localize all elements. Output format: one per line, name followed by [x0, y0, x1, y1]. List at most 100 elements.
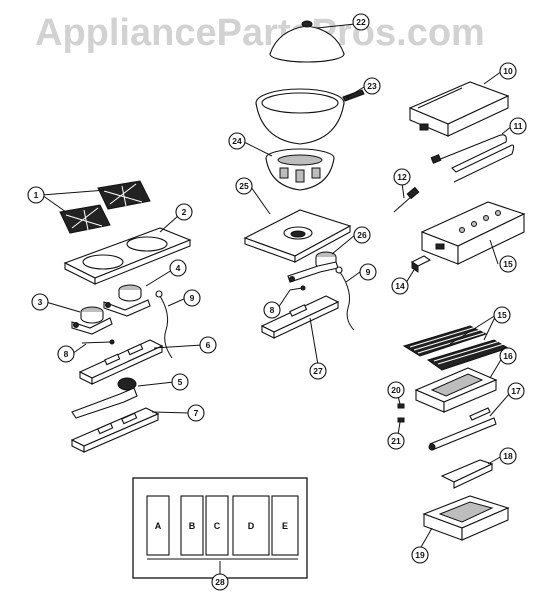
- svg-text:2: 2: [182, 207, 187, 217]
- callout-10: 10: [499, 62, 517, 80]
- callout-28: 28: [211, 573, 229, 591]
- screw-20: [397, 403, 405, 409]
- svg-text:7: 7: [194, 408, 199, 418]
- screw-21: [397, 417, 405, 423]
- callout-19: 19: [411, 546, 429, 564]
- callout-15-box: 15: [499, 255, 517, 273]
- svg-text:1: 1: [34, 190, 39, 200]
- svg-text:6: 6: [206, 340, 211, 350]
- igniter-probe: [393, 186, 420, 213]
- panel-tile-a: A: [146, 495, 170, 556]
- svg-text:15: 15: [497, 310, 507, 320]
- bracket-clip: [410, 255, 432, 273]
- callout-2: 2: [175, 203, 193, 221]
- wok-burner: [287, 251, 339, 283]
- svg-text:20: 20: [391, 385, 401, 395]
- callout-4: 4: [169, 259, 187, 277]
- ignitor-burner: [71, 377, 138, 419]
- callout-27: 27: [309, 362, 327, 380]
- wok-burner-tray: [260, 295, 340, 339]
- callout-9-left: 9: [183, 289, 201, 307]
- svg-text:10: 10: [503, 66, 513, 76]
- svg-text:26: 26: [357, 230, 367, 240]
- panel-tile-b: B: [180, 495, 204, 556]
- callout-26: 26: [353, 226, 371, 244]
- svg-text:19: 19: [415, 550, 425, 560]
- panel-tile-c: C: [205, 495, 229, 556]
- callout-14: 14: [391, 277, 409, 295]
- svg-text:E: E: [282, 521, 288, 531]
- wok-cooktop-plate: [243, 209, 352, 263]
- burner-assembly-left: [71, 306, 113, 335]
- svg-text:A: A: [155, 521, 162, 531]
- svg-text:24: 24: [232, 136, 242, 146]
- wire-left: [159, 295, 173, 359]
- cooktop-plate: [63, 227, 192, 285]
- grill-grates: [402, 325, 510, 371]
- burner-grate-right: [97, 180, 151, 210]
- svg-text:D: D: [248, 521, 255, 531]
- svg-text:8: 8: [270, 305, 275, 315]
- svg-text:C: C: [214, 521, 221, 531]
- svg-text:22: 22: [356, 17, 366, 27]
- callout-15-grates: 15: [493, 306, 511, 324]
- callout-6: 6: [199, 336, 217, 354]
- grill-cover: [440, 459, 494, 489]
- grill-burner-tube: [428, 407, 497, 451]
- svg-text:15: 15: [503, 259, 513, 269]
- callout-22: 22: [352, 13, 370, 31]
- callout-12: 12: [393, 168, 411, 186]
- svg-text:9: 9: [190, 293, 195, 303]
- wok-ring: [265, 148, 335, 191]
- svg-text:18: 18: [503, 451, 513, 461]
- svg-text:23: 23: [367, 81, 377, 91]
- svg-text:12: 12: [397, 172, 407, 182]
- callout-5: 5: [171, 373, 189, 391]
- callout-24: 24: [228, 132, 246, 150]
- griddle: [408, 81, 510, 137]
- callout-8-center: 8: [263, 301, 281, 319]
- panel-tile-e: E: [271, 495, 299, 556]
- burner-base-tray-lower: [70, 407, 160, 453]
- drain-pan: [422, 495, 510, 541]
- wok-pan: [255, 88, 365, 145]
- svg-text:27: 27: [313, 366, 323, 376]
- svg-text:17: 17: [511, 386, 521, 396]
- svg-text:B: B: [189, 521, 196, 531]
- svg-text:14: 14: [395, 281, 405, 291]
- screw-left: [81, 341, 111, 344]
- callout-23: 23: [363, 77, 381, 95]
- burner-grate-left: [59, 204, 111, 234]
- callout-21: 21: [387, 432, 405, 450]
- grill-drip-tray: [414, 367, 498, 413]
- svg-text:21: 21: [391, 436, 401, 446]
- svg-text:4: 4: [176, 263, 181, 273]
- wire-center: [339, 271, 355, 331]
- watermark-text: AppliancePartsPros.com: [35, 12, 485, 54]
- svg-text:25: 25: [239, 181, 249, 191]
- callout-1: 1: [27, 186, 45, 204]
- svg-text:5: 5: [178, 377, 183, 387]
- svg-text:28: 28: [215, 577, 225, 587]
- callout-17: 17: [507, 382, 525, 400]
- callout-20: 20: [387, 381, 405, 399]
- grill-burner-box: [420, 201, 526, 265]
- svg-text:11: 11: [514, 121, 523, 131]
- callout-7: 7: [187, 404, 205, 422]
- callout-11: 11: [509, 117, 527, 135]
- screw-center: [289, 287, 303, 291]
- wok-lid: [269, 20, 345, 63]
- leader-lines: [41, 23, 513, 579]
- panel-tile-d: D: [232, 495, 270, 556]
- callout-25: 25: [235, 177, 253, 195]
- callout-9-center: 9: [359, 263, 377, 281]
- burner-base-tray-upper: [78, 339, 164, 385]
- svg-text:9: 9: [366, 267, 371, 277]
- callout-3: 3: [31, 293, 49, 311]
- svg-text:3: 3: [38, 297, 43, 307]
- callout-8-left: 8: [57, 345, 75, 363]
- svg-text:8: 8: [64, 349, 69, 359]
- burner-assembly-right: [103, 284, 151, 317]
- griddle-burner-tube: [430, 134, 515, 183]
